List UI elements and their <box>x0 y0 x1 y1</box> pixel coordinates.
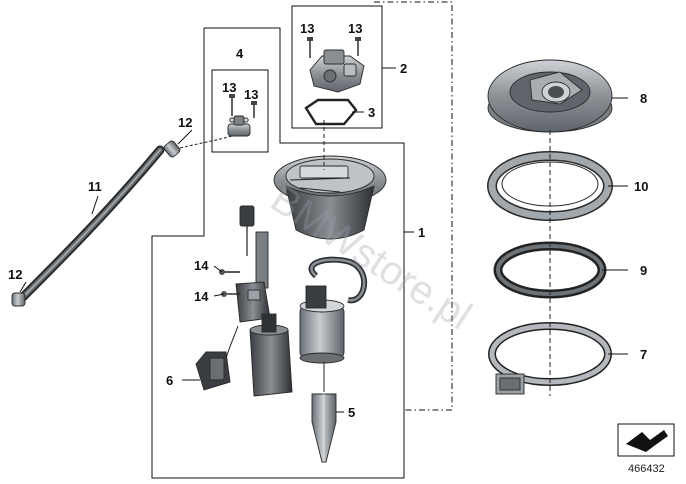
callout-13-part4-right: 13 <box>244 87 258 102</box>
callout-2: 2 <box>400 61 407 76</box>
callout-14-bottom: 14 <box>194 289 209 304</box>
callout-12-top: 12 <box>178 115 192 130</box>
callout-3: 3 <box>368 105 375 120</box>
screw-part-13-a <box>229 94 235 116</box>
pump-module-housing <box>273 155 387 240</box>
screw-part-13-b <box>251 101 257 118</box>
assembly-frame-1 <box>151 27 405 479</box>
fuel-hose-part-11 <box>17 145 165 303</box>
callout-13-part2-right: 13 <box>348 21 362 36</box>
callout-8: 8 <box>640 91 647 106</box>
fuel-pump <box>299 256 368 364</box>
sender-bracket <box>235 205 271 323</box>
connector-wire <box>179 135 233 149</box>
sensor-part-4 <box>227 115 251 137</box>
callout-13-part4-left: 13 <box>222 80 236 95</box>
watermark: BMWstore.pl <box>263 177 479 339</box>
callout-7: 7 <box>640 347 647 362</box>
lock-ring-part-8 <box>487 59 613 133</box>
clamp-ring-part-7 <box>488 322 612 395</box>
pump-cup <box>249 313 293 397</box>
hose-clamp-part-12-top <box>163 140 181 158</box>
orientation-arrow-icon <box>617 423 675 457</box>
leader-lines <box>19 67 628 413</box>
callout-1: 1 <box>418 225 425 240</box>
callout-9: 9 <box>640 263 647 278</box>
assembly-frame-2 <box>291 5 383 129</box>
hose-clamp-part-12-bottom <box>11 292 26 307</box>
callout-13-part2-left: 13 <box>300 21 314 36</box>
assembly-frame-4 <box>211 69 269 153</box>
screw-part-13-d <box>355 37 361 56</box>
dash-dot-group-line <box>374 1 453 411</box>
callout-14-top: 14 <box>194 258 209 273</box>
callout-11: 11 <box>88 179 102 194</box>
screw-part-14-a <box>219 269 240 275</box>
connector-flange-part-2 <box>309 49 365 93</box>
reference-number: 466432 <box>628 463 665 475</box>
callout-labels: 1 2 3 4 5 6 7 8 9 10 11 12 12 13 13 13 1… <box>8 21 648 420</box>
screw-part-13-c <box>307 37 313 58</box>
callout-5: 5 <box>348 405 355 420</box>
callout-12-bottom: 12 <box>8 267 22 282</box>
level-sensor-part-6 <box>195 325 239 391</box>
seal-ring-part-3 <box>304 98 358 126</box>
fuel-filter-part-5 <box>311 362 337 463</box>
callout-10: 10 <box>634 179 648 194</box>
callout-4: 4 <box>236 46 244 61</box>
callout-6: 6 <box>166 373 173 388</box>
